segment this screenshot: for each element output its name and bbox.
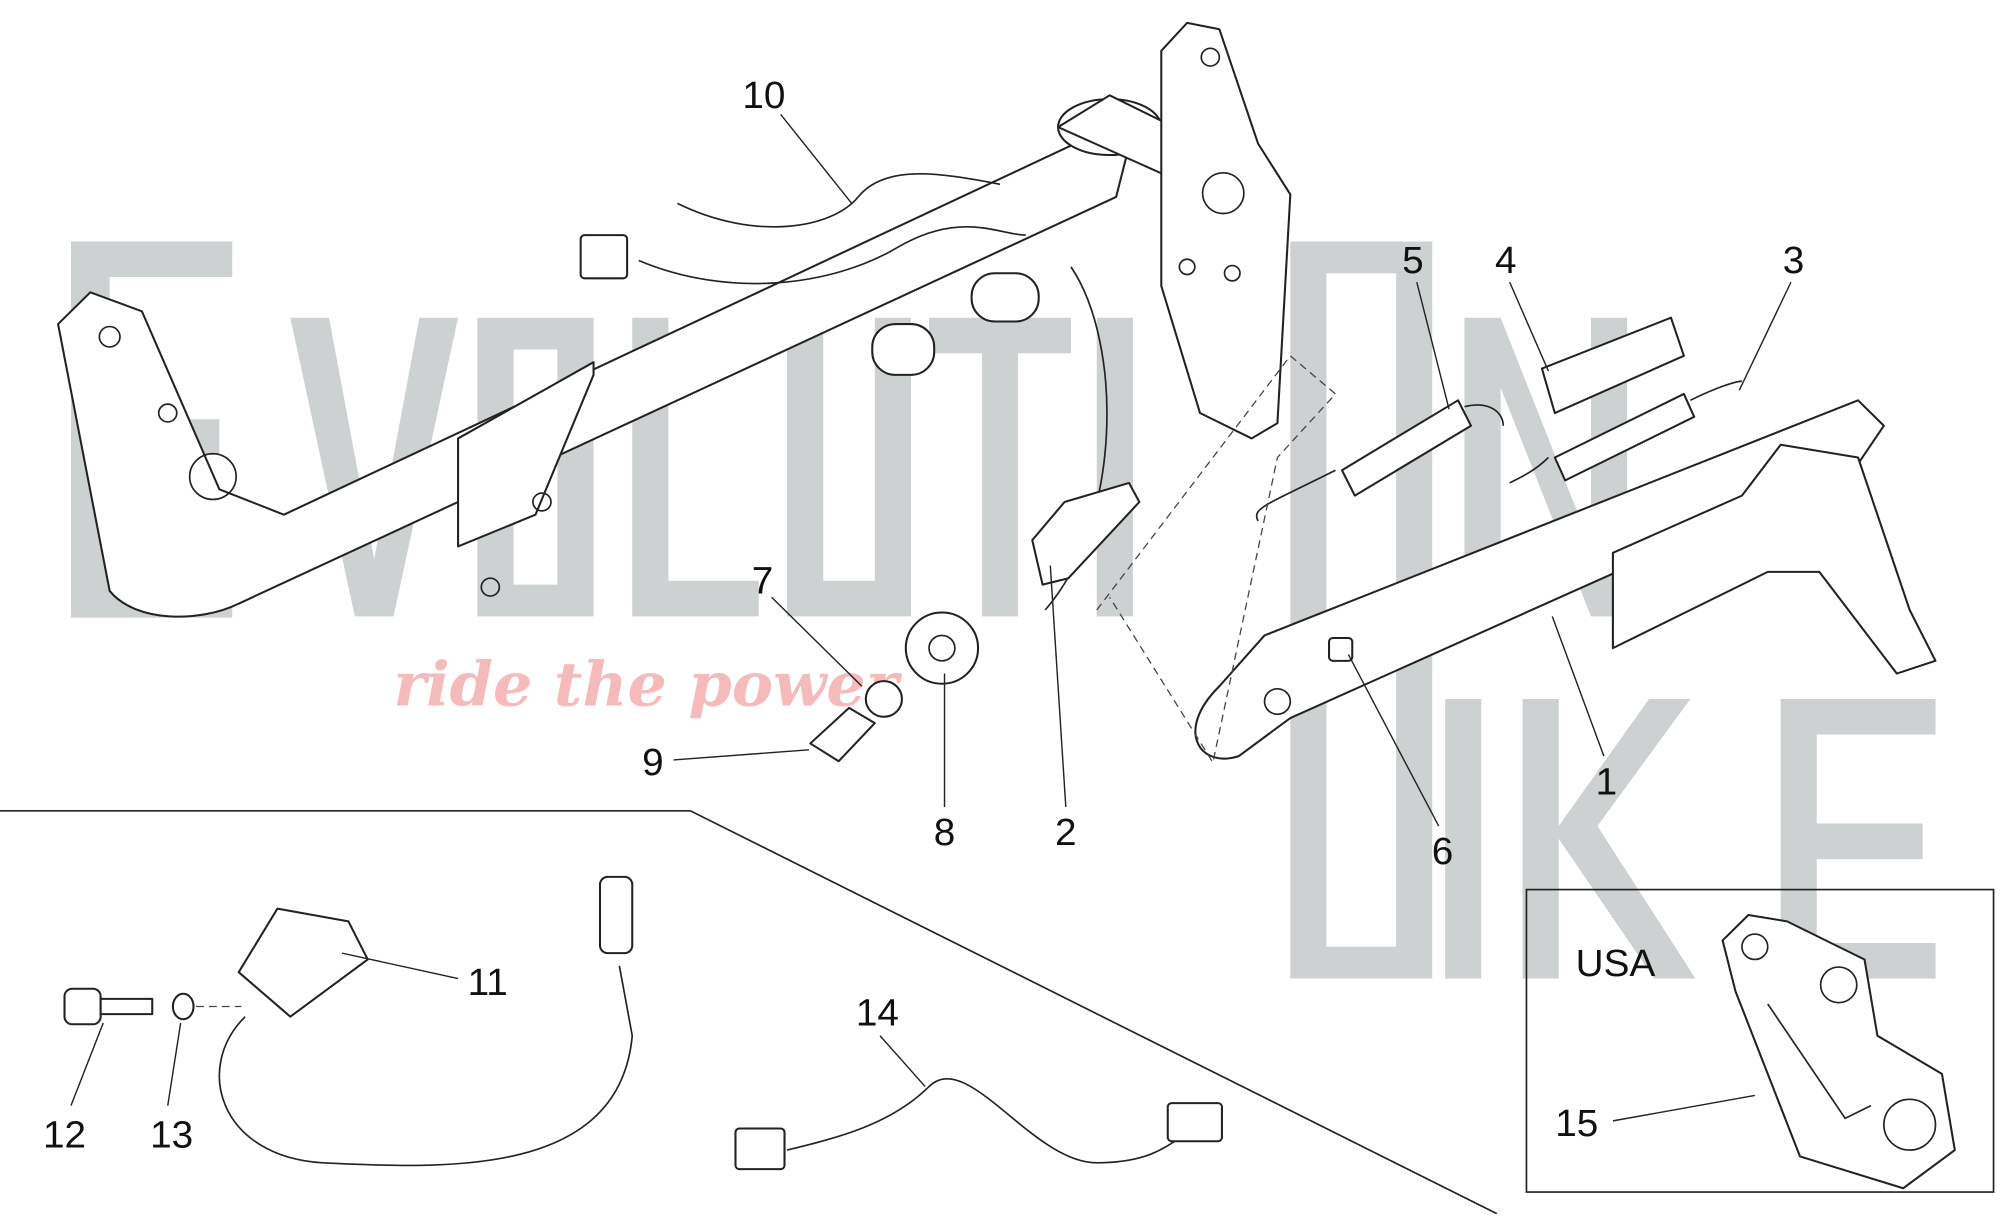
callout-11: 11 <box>468 961 508 1004</box>
callout-9: 9 <box>642 741 664 784</box>
usa-variant-box <box>1525 888 1995 1193</box>
callout-10: 10 <box>742 74 785 117</box>
callout-labels: 1 2 3 4 5 6 7 9 8 10 11 12 13 14 15 USA <box>43 74 1804 1156</box>
callout-6: 6 <box>1432 830 1454 873</box>
side-stand-switch <box>63 875 634 1167</box>
callout-7: 7 <box>752 560 774 603</box>
callout-12: 12 <box>43 1114 86 1157</box>
callout-4: 4 <box>1495 239 1517 282</box>
section-divider <box>0 809 1498 1215</box>
callout-14: 14 <box>856 992 899 1035</box>
callout-15: 15 <box>1555 1102 1598 1145</box>
bolts-and-washers <box>809 481 1141 763</box>
usa-label: USA <box>1576 942 1656 985</box>
watermark-slogan: ride the power <box>394 649 904 720</box>
springs <box>1255 316 1743 522</box>
part-14-wiring <box>734 1078 1223 1171</box>
leader-lines <box>70 113 1792 1122</box>
callout-5: 5 <box>1402 239 1424 282</box>
part-10-cable <box>579 173 1026 285</box>
callout-2: 2 <box>1055 811 1077 854</box>
part-1-side-stand <box>1096 354 1937 765</box>
center-stand-frame <box>57 21 1292 618</box>
callout-8: 8 <box>934 811 956 854</box>
callout-13: 13 <box>150 1114 193 1157</box>
callout-3: 3 <box>1783 239 1805 282</box>
part-15-usa-bracket <box>1721 913 1956 1190</box>
callout-1: 1 <box>1596 761 1618 804</box>
